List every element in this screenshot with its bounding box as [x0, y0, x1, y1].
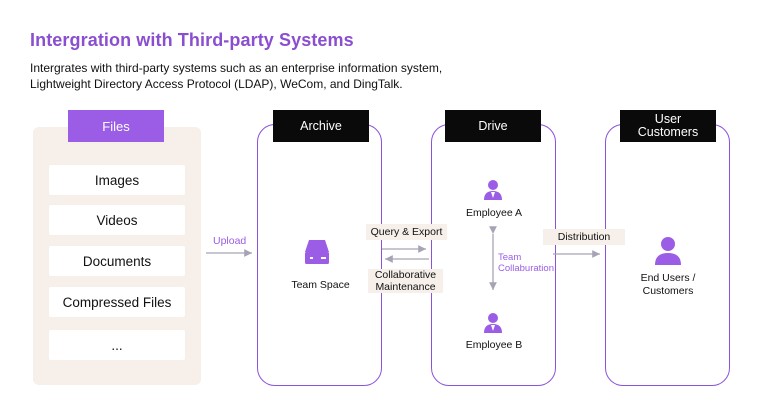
file-item-images: Images — [49, 165, 185, 195]
file-item-videos: Videos — [49, 205, 185, 235]
server-icon — [305, 240, 329, 264]
archive-header: Archive — [273, 110, 369, 142]
query-export-chip: Query & Export — [366, 224, 447, 240]
file-item-documents: Documents — [49, 246, 185, 276]
users-header: User Customers — [620, 110, 716, 142]
team-space-label: Team Space — [291, 279, 350, 291]
users-header-line1: User — [654, 112, 682, 126]
files-header: Files — [68, 110, 164, 142]
upload-label: Upload — [213, 235, 247, 247]
employee-b-label: Employee B — [465, 339, 523, 351]
page-title: Intergration with Third-party Systems — [30, 30, 354, 50]
person-icon — [655, 237, 681, 265]
end-users-line1: End Users / — [640, 272, 696, 284]
employee-a-label: Employee A — [465, 207, 523, 219]
collab-maintenance-chip: Collaborative Maintenance — [368, 269, 443, 293]
page-subtitle: Intergrates with third-party systems suc… — [30, 60, 550, 92]
drive-header: Drive — [445, 110, 541, 142]
person-icon — [484, 313, 502, 333]
subtitle-line-1: Intergrates with third-party systems suc… — [30, 61, 443, 75]
distribution-chip: Distribution — [543, 229, 625, 245]
users-header-line2: Customers — [637, 125, 699, 139]
file-item-compressed: Compressed Files — [49, 287, 185, 317]
file-item-more: ... — [49, 330, 185, 360]
person-icon — [484, 180, 502, 200]
end-users-label: End Users / Customers — [628, 272, 708, 298]
team-collab-label: Team Collaburation — [498, 252, 554, 274]
end-users-line2: Customers — [642, 285, 694, 297]
subtitle-line-2: Lightweight Directory Access Protocol (L… — [30, 77, 403, 91]
